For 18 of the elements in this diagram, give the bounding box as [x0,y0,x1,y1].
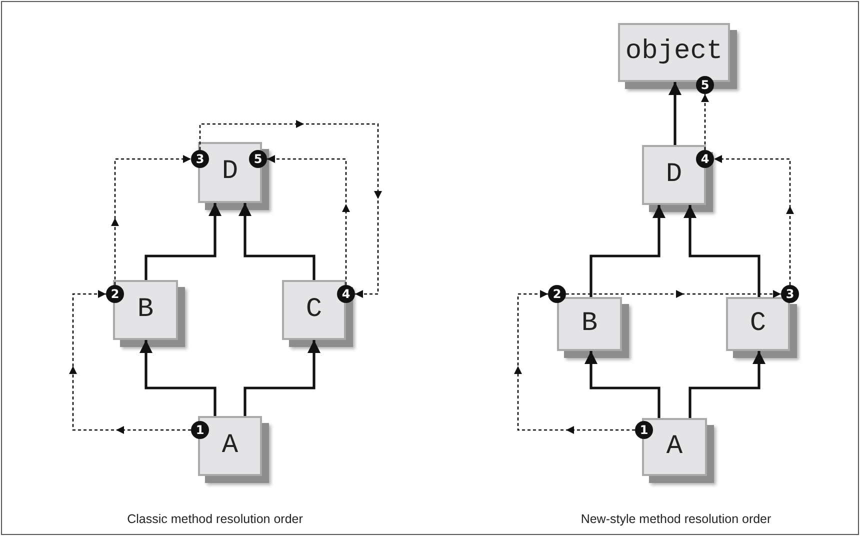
class-name: A [222,432,238,460]
class-name: C [750,310,766,338]
step-number: 3 [781,285,799,303]
step-number: 1 [635,421,653,439]
step-number: 2 [106,285,124,303]
step-number: 3 [191,150,209,168]
diagram-caption: Classic method resolution order [127,512,303,526]
class-name: object [625,39,723,66]
step-number: 2 [548,285,566,303]
step-number: 1 [191,421,209,439]
diagram-caption: New-style method resolution order [580,512,772,526]
class-name: A [666,434,683,460]
class-name: B [137,296,154,324]
class-name: B [581,310,598,338]
step-number: 5 [696,76,714,94]
class-name: D [222,159,238,186]
class-name: C [306,296,322,324]
class-name: D [666,162,682,188]
